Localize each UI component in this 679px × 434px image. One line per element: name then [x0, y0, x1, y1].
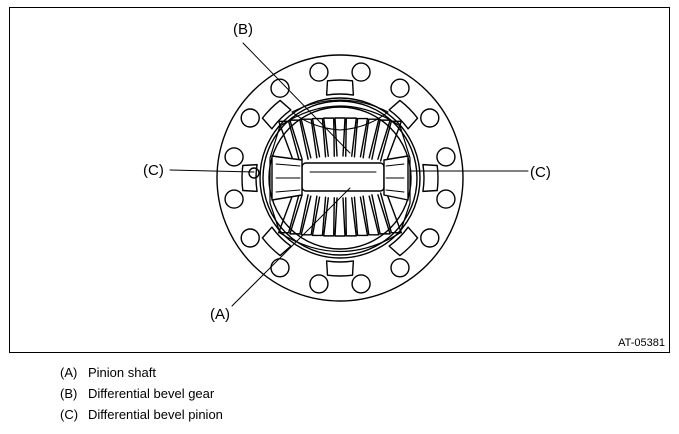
differential-case-drawing: [169, 42, 529, 307]
legend-label: Differential bevel pinion: [88, 407, 223, 422]
legend-item-c: (C) Differential bevel pinion: [60, 407, 223, 423]
callout-c-left: (C): [143, 162, 164, 179]
gear-tooth: [345, 197, 357, 237]
bolt-hole: [436, 189, 456, 209]
flange-inner-edge: [259, 97, 421, 259]
flange-window: [325, 79, 355, 96]
legend-item-a: (A) Pinion shaft: [60, 365, 156, 381]
bolt-hole: [270, 258, 290, 278]
bolt-hole: [351, 274, 371, 294]
gear-tooth: [362, 118, 380, 159]
legend-key: (A): [60, 365, 78, 380]
bolt-hole: [420, 228, 440, 248]
legend-label: Pinion shaft: [88, 365, 156, 380]
leader-line-b: [242, 42, 351, 154]
bolt-holes: [224, 62, 456, 294]
leader-line-c-left: [169, 169, 255, 173]
bolt-hole: [224, 189, 244, 209]
bolt-hole: [390, 78, 410, 98]
differential-bevel-gear-upper: [277, 117, 403, 162]
bolt-hole: [240, 228, 260, 248]
bolt-hole: [420, 108, 440, 128]
gear-tooth: [345, 117, 357, 157]
bolt-hole: [240, 108, 260, 128]
gear-tooth: [300, 118, 318, 159]
bolt-hole: [309, 274, 329, 294]
bolt-hole: [351, 62, 371, 82]
flange-window: [422, 163, 439, 193]
figure-code: AT-05381: [618, 337, 665, 349]
flange-window: [325, 260, 355, 277]
gear-tooth: [323, 197, 335, 237]
gear-tooth: [371, 119, 391, 160]
case-rim-outer: [262, 100, 418, 256]
flange-window: [388, 99, 419, 130]
gear-tooth: [289, 194, 309, 235]
bolt-hole: [390, 258, 410, 278]
flange-window: [261, 99, 292, 130]
gear-tooth: [362, 195, 380, 236]
callout-a: (A): [210, 306, 230, 323]
gear-tooth: [379, 192, 403, 234]
gear-tooth: [353, 196, 369, 237]
flange-window: [261, 226, 292, 257]
leader-line-a: [231, 187, 351, 307]
pinion-shaft: [301, 162, 385, 192]
bolt-hole: [224, 147, 244, 167]
gear-tooth: [289, 119, 309, 160]
case-bore-upper-arc: [291, 99, 389, 131]
gear-tooth: [353, 117, 369, 158]
gear-tooth: [379, 120, 403, 162]
legend-label: Differential bevel gear: [88, 386, 215, 401]
flange-window: [241, 163, 258, 193]
gear-tooth: [277, 120, 301, 162]
legend-key: (B): [60, 386, 78, 401]
flange-windows: [241, 79, 439, 277]
bolt-hole: [270, 78, 290, 98]
gear-tooth: [334, 197, 346, 237]
gear-tooth: [311, 196, 327, 237]
legend-key: (C): [60, 407, 79, 422]
flange-outer-edge: [216, 54, 464, 302]
gear-tooth: [300, 195, 318, 236]
case-rim-inner: [268, 106, 412, 250]
flange-window: [388, 226, 419, 257]
bolt-hole: [309, 62, 329, 82]
gear-tooth: [334, 117, 346, 157]
gear-tooth: [311, 117, 327, 158]
legend-item-b: (B) Differential bevel gear: [60, 386, 214, 402]
diagram-frame: (B) (C) (C) (A) AT-05381: [9, 7, 670, 353]
gear-tooth: [277, 192, 301, 234]
callout-b: (B): [233, 21, 253, 38]
callout-c-right: (C): [530, 164, 551, 181]
gear-tooth: [371, 194, 391, 235]
bolt-hole: [436, 147, 456, 167]
pinion-pin: [248, 167, 260, 179]
differential-bevel-gear-lower: [277, 192, 403, 237]
